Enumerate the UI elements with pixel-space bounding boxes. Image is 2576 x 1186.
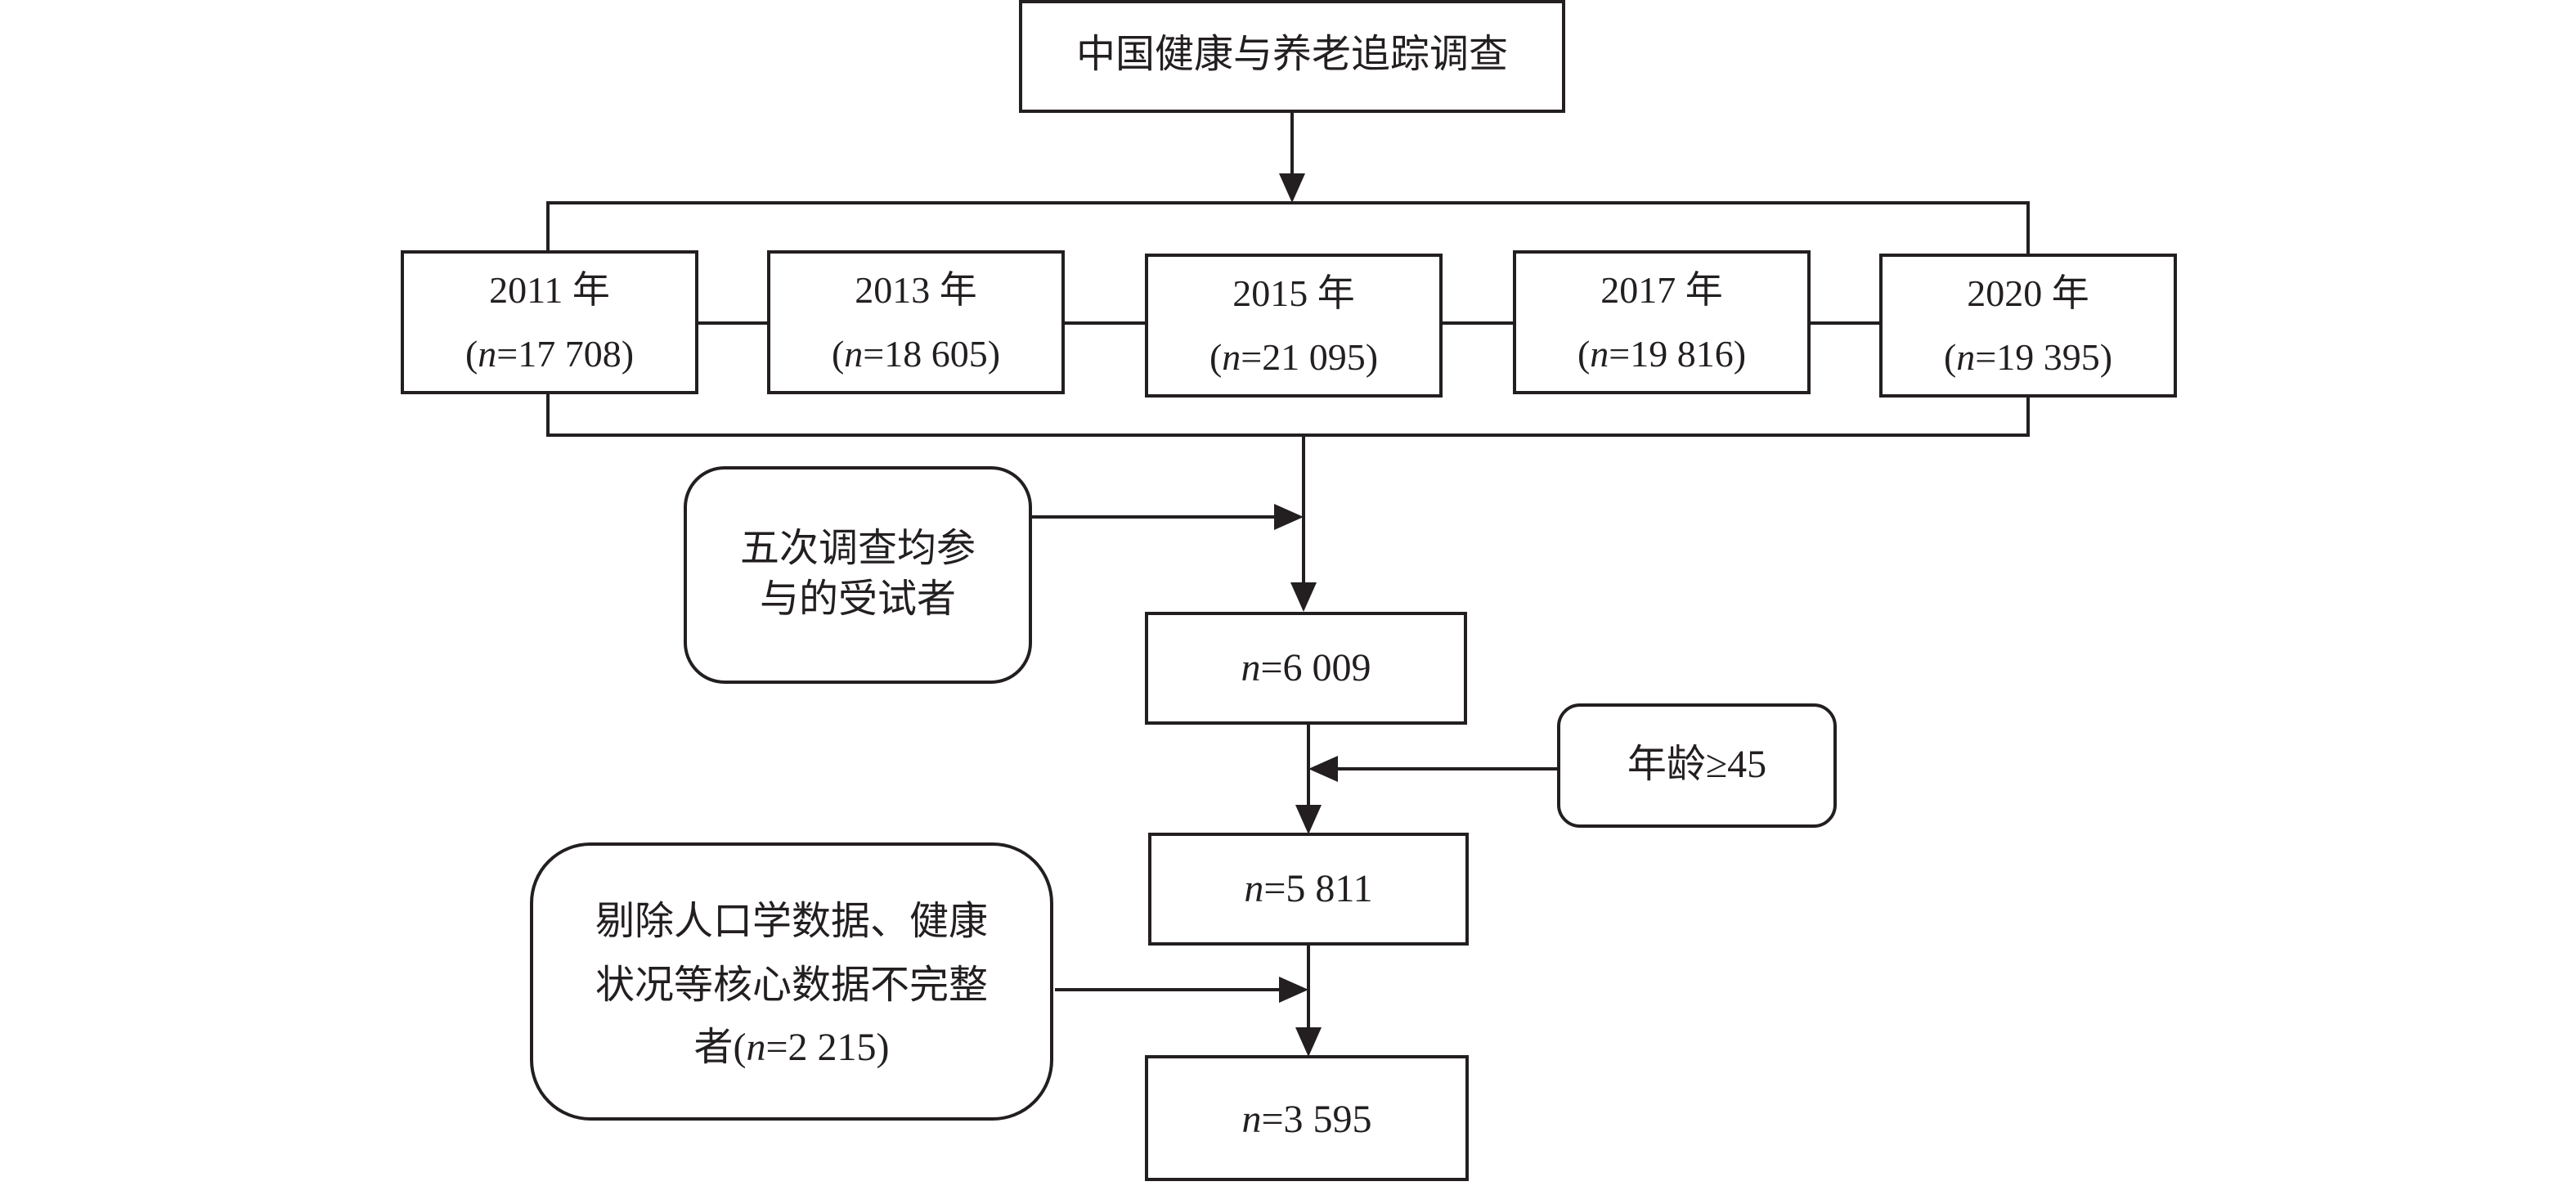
title-down-arrowhead <box>1279 173 1305 203</box>
wave-box-2017: 2017 年 (n=19 816) <box>1513 250 1811 394</box>
criterion-line: 与的受试者 <box>760 577 956 621</box>
result-count: n=3 595 <box>1241 1098 1371 1141</box>
wave-box-frame <box>767 250 1065 394</box>
criterion-line: 者(n=2 215) <box>693 1026 889 1069</box>
wave-box-frame <box>1145 254 1443 398</box>
criterion-line: 剔除人口学数据、健康 <box>595 900 988 943</box>
criterion-age: 年龄≥45 <box>1557 703 1837 828</box>
wave-box-2013: 2013 年 (n=18 605) <box>767 250 1065 394</box>
wave-year: 2011 年 <box>489 269 610 311</box>
title-label: 中国健康与养老追踪调查 <box>1076 33 1508 76</box>
wave-count: (n=21 095) <box>1209 336 1378 378</box>
criterion-all-waves: 五次调查均参 与的受试者 <box>684 466 1032 684</box>
criterion-line: 五次调查均参 <box>740 527 976 570</box>
wave-year: 2013 年 <box>855 269 977 311</box>
result-box-3: n=3 595 <box>1145 1055 1469 1181</box>
wave-box-frame <box>1513 250 1811 394</box>
wave-count: (n=18 605) <box>832 333 1000 375</box>
criterion-age-arrowhead <box>1308 756 1338 782</box>
wave-box-2011: 2011 年 (n=17 708) <box>401 250 698 394</box>
result-box-1: n=6 009 <box>1145 612 1467 725</box>
result-count: n=5 811 <box>1244 867 1372 910</box>
criterion-box-frame <box>684 466 1032 684</box>
wave-box-2015: 2015 年 (n=21 095) <box>1145 254 1443 398</box>
wave-box-frame <box>1879 254 2177 398</box>
result-box-frame <box>1148 833 1469 946</box>
criterion-line: 状况等核心数据不完整 <box>595 964 988 1007</box>
flow-arrowhead-2-3 <box>1295 1027 1322 1057</box>
criterion-box-frame <box>530 842 1053 1121</box>
criterion-all-waves-arrowhead <box>1274 504 1304 530</box>
result-box-2: n=5 811 <box>1148 833 1469 946</box>
criterion-box-frame <box>1557 703 1837 828</box>
wave-year: 2017 年 <box>1600 269 1723 311</box>
wave-year: 2015 年 <box>1232 272 1355 314</box>
criterion-exclusion-arrowhead <box>1279 977 1308 1003</box>
wave-count: (n=17 708) <box>465 333 634 375</box>
criterion-line: 年龄≥45 <box>1627 743 1766 786</box>
criterion-exclusion: 剔除人口学数据、健康 状况等核心数据不完整 者(n=2 215) <box>530 842 1053 1121</box>
bracket-top <box>546 201 2030 255</box>
wave-count: (n=19 816) <box>1577 333 1746 375</box>
flow-arrowhead-1-2 <box>1295 805 1322 834</box>
wave-box-2020: 2020 年 (n=19 395) <box>1879 254 2177 398</box>
title-box: 中国健康与养老追踪调查 <box>1019 0 1565 113</box>
result-count: n=6 009 <box>1241 646 1371 690</box>
wave-count: (n=19 395) <box>1944 336 2112 378</box>
wave-year: 2020 年 <box>1967 272 2089 314</box>
bracket-bottom <box>546 394 2030 437</box>
title-box-frame <box>1019 0 1565 113</box>
result-box-frame <box>1145 1055 1469 1181</box>
result-box-frame <box>1145 612 1467 725</box>
wave-box-frame <box>401 250 698 394</box>
main-flow-arrowhead <box>1290 582 1317 612</box>
